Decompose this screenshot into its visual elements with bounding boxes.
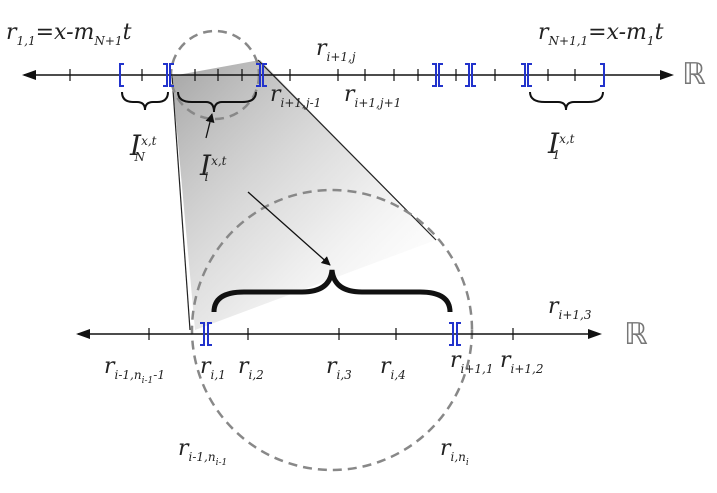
label-r-1-1: r1,1=x-mN+1t [6, 20, 132, 48]
label-r-im1-n-minus-1: ri-1,ni-1-1 [104, 354, 165, 386]
big-zoom-circle [190, 188, 474, 472]
label-interval-1: Ix,t1 [548, 127, 575, 162]
label-interval-i: Ix,ti [200, 149, 227, 184]
bottom-axis-ticks [148, 328, 514, 340]
top-underbraces [121, 91, 604, 113]
label-r-ip1-1: ri+1,1 [450, 348, 494, 376]
label-r-i1-j: ri+1,j [316, 36, 356, 64]
label-r-i-4: ri,4 [380, 354, 406, 382]
top-interval-brackets [119, 63, 605, 87]
label-r-i1-jp1: ri+1,j+1 [344, 82, 402, 110]
label-r-n1-1: rN+1,1=x-m1t [538, 20, 664, 48]
bottom-axis-arrow-right [588, 329, 602, 339]
label-interval-n: Ix,tN [130, 129, 157, 164]
label-r-i1-3: ri+1,3 [548, 294, 592, 322]
label-r-i1-jm1: ri+1,j-1 [270, 82, 322, 110]
top-axis-real-symbol: ℝ [682, 57, 706, 92]
label-r-i-1: ri,1 [200, 354, 226, 382]
label-r-i-n: ri,ni [440, 436, 469, 468]
label-r-im1-n: ri-1,ni-1 [178, 436, 228, 468]
zoom-arrow [247, 191, 331, 266]
top-axis-arrow-left [22, 70, 36, 80]
zoom-shade [172, 60, 436, 330]
label-r-ip1-2: ri+1,2 [500, 348, 544, 376]
label-r-i-3: ri,3 [326, 354, 352, 382]
bottom-interval-brackets [200, 322, 461, 346]
top-axis-arrow-right [660, 70, 674, 80]
bottom-axis-arrow-left [76, 329, 90, 339]
top-axis-ticks [69, 69, 576, 81]
label-r-i-2: ri,2 [238, 354, 264, 382]
bottom-axis-real-symbol: ℝ [624, 317, 648, 352]
zoom-overbrace [211, 269, 453, 313]
interval-i-pointer [205, 113, 215, 139]
zoom-line-left [171, 75, 191, 331]
